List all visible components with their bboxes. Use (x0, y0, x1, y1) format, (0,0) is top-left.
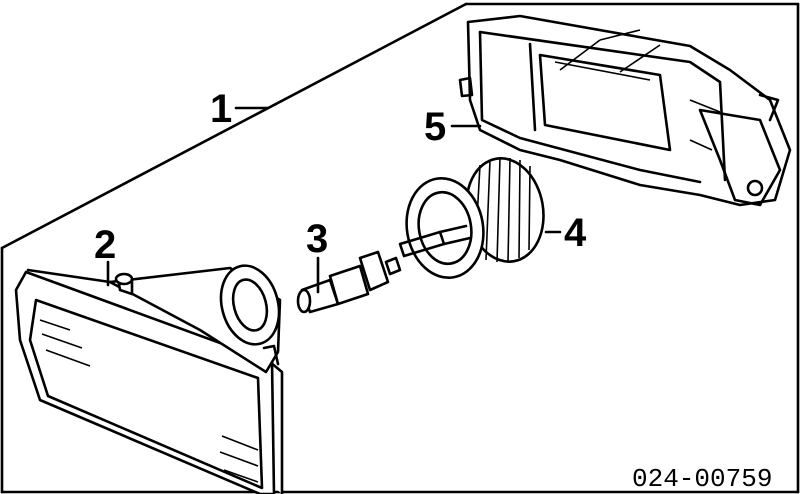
callout-5: 5 (424, 105, 446, 149)
leader-lines (106, 106, 562, 294)
callout-1: 1 (210, 87, 232, 131)
reflector-bulb-holder (398, 157, 545, 279)
callout-3: 3 (306, 217, 328, 261)
callout-4: 4 (564, 211, 587, 255)
callout-2: 2 (94, 223, 116, 267)
part-number: 024-00759 (632, 464, 772, 494)
lamp-lens-assembly (14, 264, 284, 494)
housing-frame (458, 14, 792, 207)
halogen-bulb (296, 250, 402, 314)
